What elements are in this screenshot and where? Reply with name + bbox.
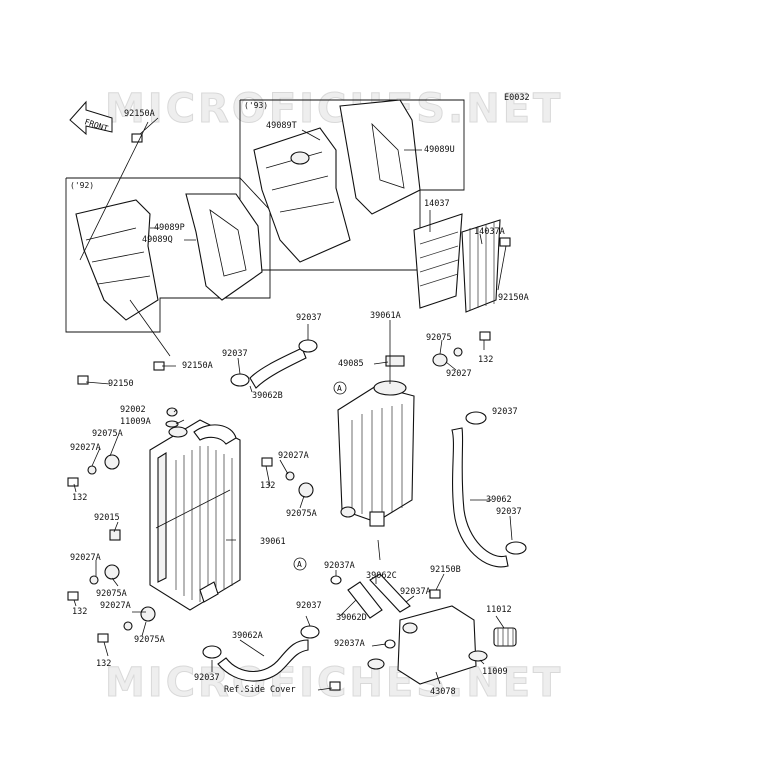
part-labels: 92150A 49089T 49089U 49089Q 49089P 14037… xyxy=(70,109,529,697)
label-92037-a: 92037 xyxy=(296,313,322,323)
year-tag-1992: ('92) xyxy=(70,181,94,190)
label-92037-d: 92037 xyxy=(496,507,522,517)
grommet-icons xyxy=(87,347,463,631)
label-43078: 43078 xyxy=(430,687,456,697)
label-39062: 39062 xyxy=(486,495,512,505)
label-132-d: 132 xyxy=(72,607,87,617)
label-92075A-d: 92075A xyxy=(134,635,165,645)
bolt-icons xyxy=(67,133,511,691)
label-92037A-c: 92037A xyxy=(334,639,365,649)
leader-lines xyxy=(73,117,513,691)
callout-a-lower xyxy=(293,557,307,571)
label-49089Q: 49089Q xyxy=(142,235,173,245)
label-92150A-mid: 92150A xyxy=(182,361,213,371)
label-11012: 11012 xyxy=(486,605,512,615)
label-49085: 49085 xyxy=(338,359,364,369)
label-92027A-c: 92027A xyxy=(70,553,101,563)
screen-14037A xyxy=(461,219,501,313)
label-92150A-right: 92150A xyxy=(498,293,529,303)
cap-11012 xyxy=(493,627,517,647)
radiator-right-39061A xyxy=(337,380,415,527)
label-92075A-c: 92075A xyxy=(96,589,127,599)
label-92037-e: 92037 xyxy=(296,601,322,611)
label-39062B: 39062B xyxy=(252,391,283,401)
label-92027: 92027 xyxy=(446,369,472,379)
label-92037A-a: 92037A xyxy=(324,561,355,571)
label-132-a: 132 xyxy=(478,355,493,365)
label-92075: 92075 xyxy=(426,333,452,343)
clamp-92037-b xyxy=(465,411,487,425)
label-92150B: 92150B xyxy=(430,565,461,575)
label-132-e: 132 xyxy=(96,659,111,669)
label-14037: 14037 xyxy=(424,199,450,209)
label-49089P: 49089P xyxy=(154,223,185,233)
label-92037-c: 92037 xyxy=(222,349,248,359)
label-92027A-b: 92027A xyxy=(278,451,309,461)
label-11009: 11009 xyxy=(482,667,508,677)
label-39061: 39061 xyxy=(260,537,286,547)
label-92037A-b: 92037A xyxy=(400,587,431,597)
label-92037-f: 92037 xyxy=(194,673,220,683)
box-1992 xyxy=(65,177,271,333)
label-92027A-d: 92027A xyxy=(100,601,131,611)
clamp-92037A-c xyxy=(384,639,396,649)
clamp-92037-e xyxy=(300,625,320,639)
hose-39062B xyxy=(249,347,307,389)
label-132-c: 132 xyxy=(260,481,275,491)
gasket-11009 xyxy=(468,650,488,662)
shroud-49089U xyxy=(339,99,421,215)
hose-39062A xyxy=(217,639,309,682)
label-39062A: 39062A xyxy=(232,631,263,641)
label-92002: 92002 xyxy=(120,405,146,415)
shroud-49089P xyxy=(75,199,159,321)
clamp-92037A-a xyxy=(330,575,342,585)
label-39062C: 39062C xyxy=(366,571,397,581)
shroud-49089Q xyxy=(185,193,263,301)
hose-39062 xyxy=(451,427,509,568)
clamp-92037-a xyxy=(298,339,318,353)
callout-a-upper-letter: A xyxy=(337,384,342,393)
label-92037-b: 92037 xyxy=(492,407,518,417)
watermark-top: MICROFICHES.NET xyxy=(105,86,563,132)
label-14037A: 14037A xyxy=(474,227,505,237)
clamp-92037-f xyxy=(202,645,222,659)
label-92075A-b: 92075A xyxy=(286,509,317,519)
shroud-49089T xyxy=(253,127,351,263)
label-92027A-a: 92027A xyxy=(70,443,101,453)
hose-39062D xyxy=(347,581,383,619)
label-39061A: 39061A xyxy=(370,311,401,321)
label-92075A-a: 92075A xyxy=(92,429,123,439)
label-92015: 92015 xyxy=(94,513,120,523)
label-92150A-top: 92150A xyxy=(124,109,155,119)
label-92150: 92150 xyxy=(108,379,134,389)
label-11009A: 11009A xyxy=(120,417,151,427)
screen-14037 xyxy=(413,213,463,309)
label-132-b: 132 xyxy=(72,493,87,503)
reservoir-tank-43078 xyxy=(367,605,477,685)
clamp-92037-d xyxy=(505,541,527,555)
year-tag-1993: ('93) xyxy=(244,101,268,110)
clamp-92037-c xyxy=(230,373,250,387)
label-49089T: 49089T xyxy=(266,121,297,131)
callout-a-upper xyxy=(333,381,347,395)
radiator-left-39061 xyxy=(149,419,241,611)
label-49089U: 49089U xyxy=(424,145,455,155)
callout-a-lower-letter: A xyxy=(297,560,302,569)
diagram-code: E0032 xyxy=(504,93,530,103)
label-39062D: 39062D xyxy=(336,613,367,623)
label-ref-side-cover: Ref.Side Cover xyxy=(224,685,296,695)
hose-39062C xyxy=(369,573,411,613)
